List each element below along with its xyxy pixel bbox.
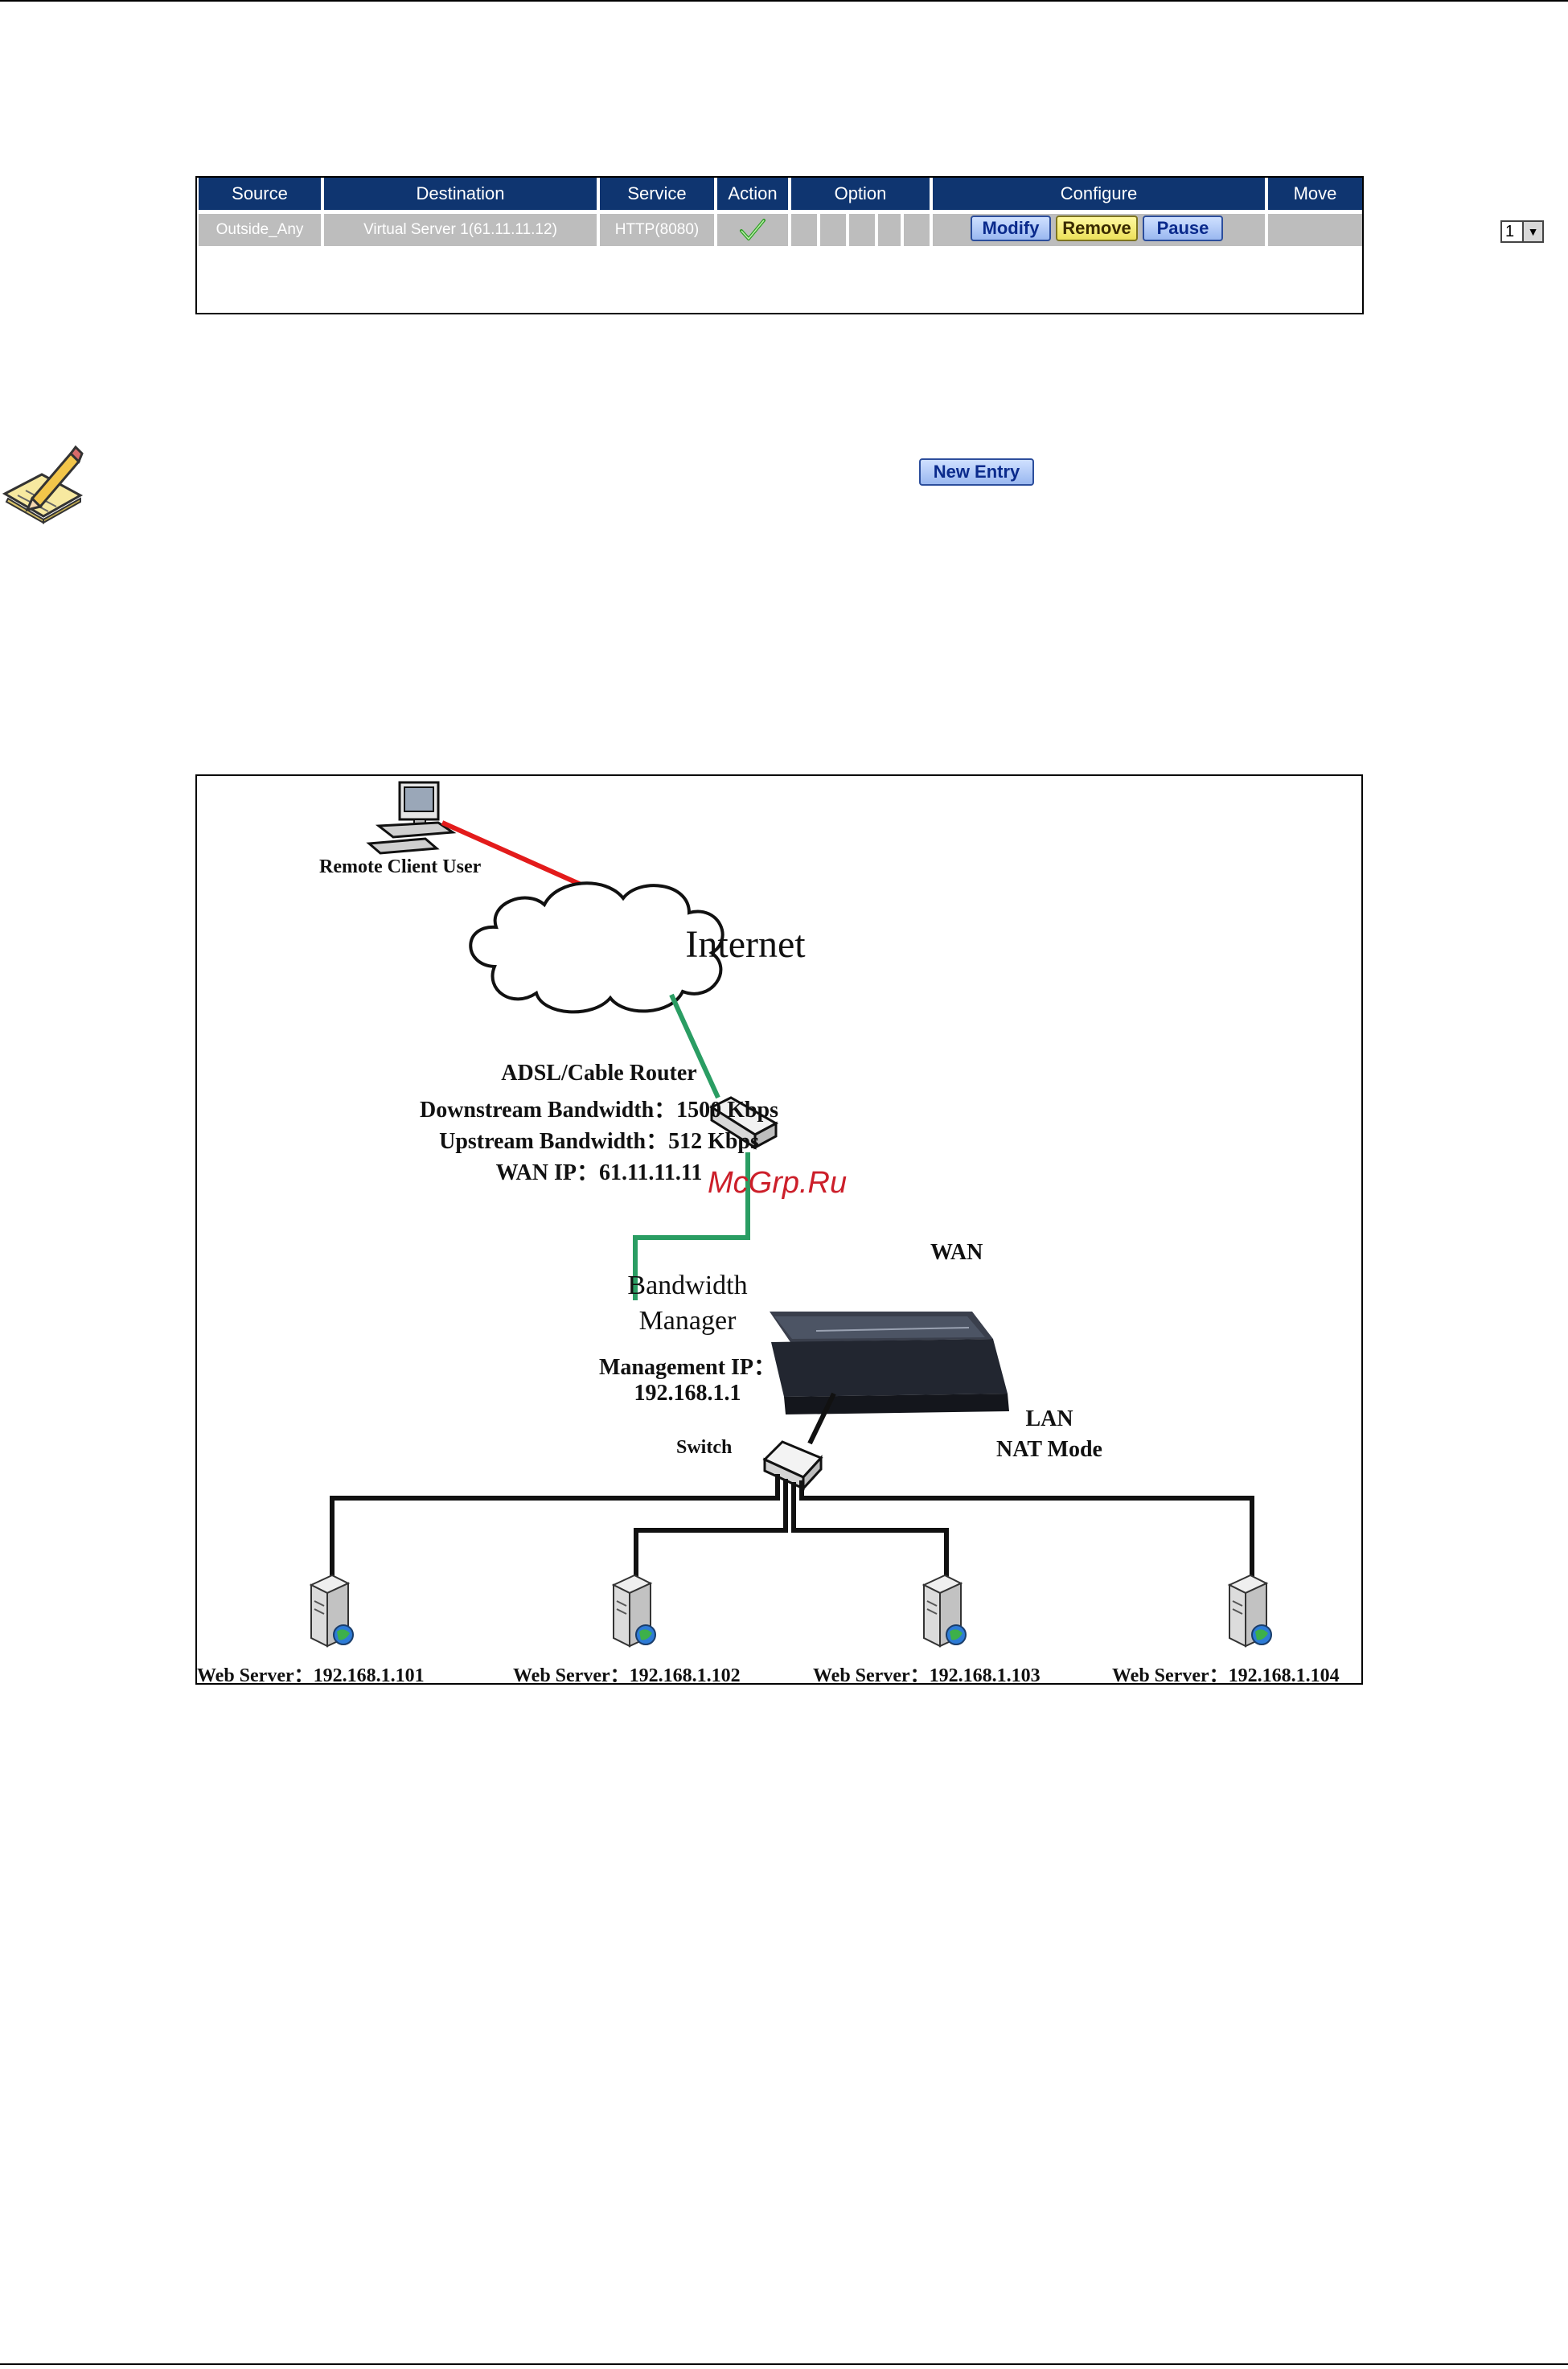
bm-mgmt-label: Management IP： <box>598 1355 777 1380</box>
internet-to-router-link <box>669 993 720 1099</box>
switch-label: Switch <box>676 1437 733 1458</box>
header-action: Action <box>717 178 788 210</box>
web-server-label-3: Web Server：192.168.1.103 <box>813 1665 1041 1686</box>
router-wan-ip: WAN IP：61.11.11.11 <box>495 1160 703 1185</box>
cell-source: Outside_Any <box>199 214 321 246</box>
policy-table: Source Destination Service Action Option… <box>195 176 1544 486</box>
router-to-bm-link <box>633 1152 750 1300</box>
check-icon <box>740 219 766 240</box>
header-source: Source <box>199 178 321 210</box>
header-option: Option <box>791 178 930 210</box>
pause-button[interactable]: Pause <box>1143 216 1223 241</box>
new-entry-button[interactable]: New Entry <box>919 458 1034 486</box>
modify-button[interactable]: Modify <box>971 216 1051 241</box>
router-downstream: Downstream Bandwidth：1500 Kbps <box>419 1098 779 1123</box>
cell-option-4 <box>878 214 901 246</box>
switch-icon <box>762 1440 823 1492</box>
cell-option-1 <box>791 214 817 246</box>
network-diagram: Remote Client User Internet ADSL/Cable R… <box>195 774 1363 1686</box>
cell-move <box>1268 214 1362 246</box>
server-icon <box>309 1574 354 1648</box>
header-destination: Destination <box>324 178 597 210</box>
move-to-label: To <box>1472 226 1488 242</box>
router-title: ADSL/Cable Router <box>501 1061 697 1086</box>
move-position-select[interactable]: 1 ▼ <box>1500 220 1544 243</box>
remove-button[interactable]: Remove <box>1056 216 1138 241</box>
remote-client-label: Remote Client User <box>319 856 482 877</box>
web-server-label-4: Web Server：192.168.1.104 <box>1112 1665 1340 1686</box>
diagram-drawing <box>309 781 1272 1648</box>
move-position-value: 1 <box>1505 222 1515 240</box>
chevron-down-icon[interactable]: ▼ <box>1522 222 1542 241</box>
wan-label: WAN <box>930 1240 983 1265</box>
bm-mgmt-ip: 192.168.1.1 <box>634 1381 741 1406</box>
lan-label: LAN <box>1025 1406 1073 1431</box>
watermark: McGrp.Ru <box>708 1166 848 1200</box>
bm-title-line1: Bandwidth <box>627 1271 748 1300</box>
bm-to-switch-link <box>807 1392 836 1445</box>
router-icon <box>708 1096 779 1150</box>
cell-option-5 <box>904 214 930 246</box>
server-icon <box>611 1574 656 1648</box>
header-service: Service <box>600 178 714 210</box>
cell-option-2 <box>820 214 846 246</box>
internet-label-text: Internet <box>685 923 806 966</box>
cell-action <box>717 214 788 246</box>
bandwidth-manager-device-icon <box>770 1312 1009 1414</box>
bm-title-line2: Manager <box>638 1306 737 1336</box>
cell-service: HTTP(8080) <box>600 214 714 246</box>
cell-destination: Virtual Server 1(61.11.11.12) <box>324 214 597 246</box>
web-server-label-1: Web Server：192.168.1.101 <box>197 1665 425 1686</box>
pencil-note-icon <box>2 442 85 526</box>
router-upstream: Upstream Bandwidth：512 Kbps <box>439 1129 759 1154</box>
web-server-label-2: Web Server：192.168.1.102 <box>513 1665 741 1686</box>
internet-cloud-icon <box>469 881 724 1014</box>
server-icon <box>922 1574 967 1648</box>
bottom-rule <box>0 2363 1568 2365</box>
top-rule <box>0 0 1568 2</box>
nat-mode-label: NAT Mode <box>996 1437 1102 1462</box>
header-move: Move <box>1268 178 1362 210</box>
cell-option-3 <box>849 214 875 246</box>
lan-wiring <box>330 1474 1254 1582</box>
server-icon <box>1227 1574 1272 1648</box>
header-configure: Configure <box>933 178 1265 210</box>
pc-icon <box>366 781 457 855</box>
